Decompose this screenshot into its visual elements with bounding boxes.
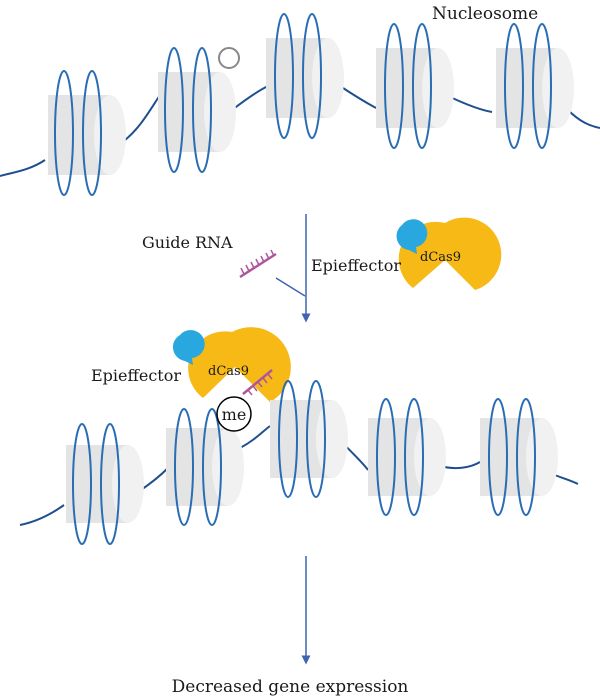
methyl-mark: me: [216, 396, 252, 432]
guide-rna-bound: [242, 369, 273, 396]
dcas9-complex-top: dCas9: [396, 217, 502, 290]
nucleosome-b3: [270, 380, 348, 498]
dcas9-label-bottom: dCas9: [208, 364, 249, 379]
bottom-chromatin: me: [19, 380, 579, 545]
nucleosome-2: [158, 47, 236, 173]
nucleosome-label: Nucleosome: [432, 4, 538, 24]
unmethylated-site-circle: [218, 47, 240, 69]
nucleosome-b2: [166, 408, 244, 526]
dcas9-label-top: dCas9: [420, 250, 461, 265]
top-chromatin: Nucleosome: [0, 4, 600, 196]
guide-rna: [239, 249, 306, 297]
nucleosome-b1: [66, 423, 144, 545]
guide-rna-label: Guide RNA: [142, 233, 233, 252]
nucleosome-1: [48, 70, 126, 196]
methyl-mark-label: me: [222, 405, 247, 424]
outcome-label: Decreased gene expression: [172, 677, 409, 697]
nucleosome-3: [266, 13, 344, 139]
dcas9-protein-bottom: [188, 327, 291, 402]
top-dna-strand: [0, 85, 600, 177]
nucleosome-5: [496, 23, 574, 149]
epieffector-label-bottom: Epieffector: [91, 366, 181, 385]
dcas9-complex-bottom: dCas9: [172, 327, 291, 402]
epieffector-label-top: Epieffector: [311, 256, 401, 275]
epieffector-protein-top: [396, 219, 428, 254]
nucleosome-b5: [480, 398, 558, 516]
guide-rna-link: [275, 277, 306, 297]
bottom-dna-strand: [19, 425, 579, 526]
nucleosome-4: [376, 23, 454, 149]
epieffector-protein-bottom: [172, 330, 205, 365]
nucleosome-b4: [368, 398, 446, 516]
